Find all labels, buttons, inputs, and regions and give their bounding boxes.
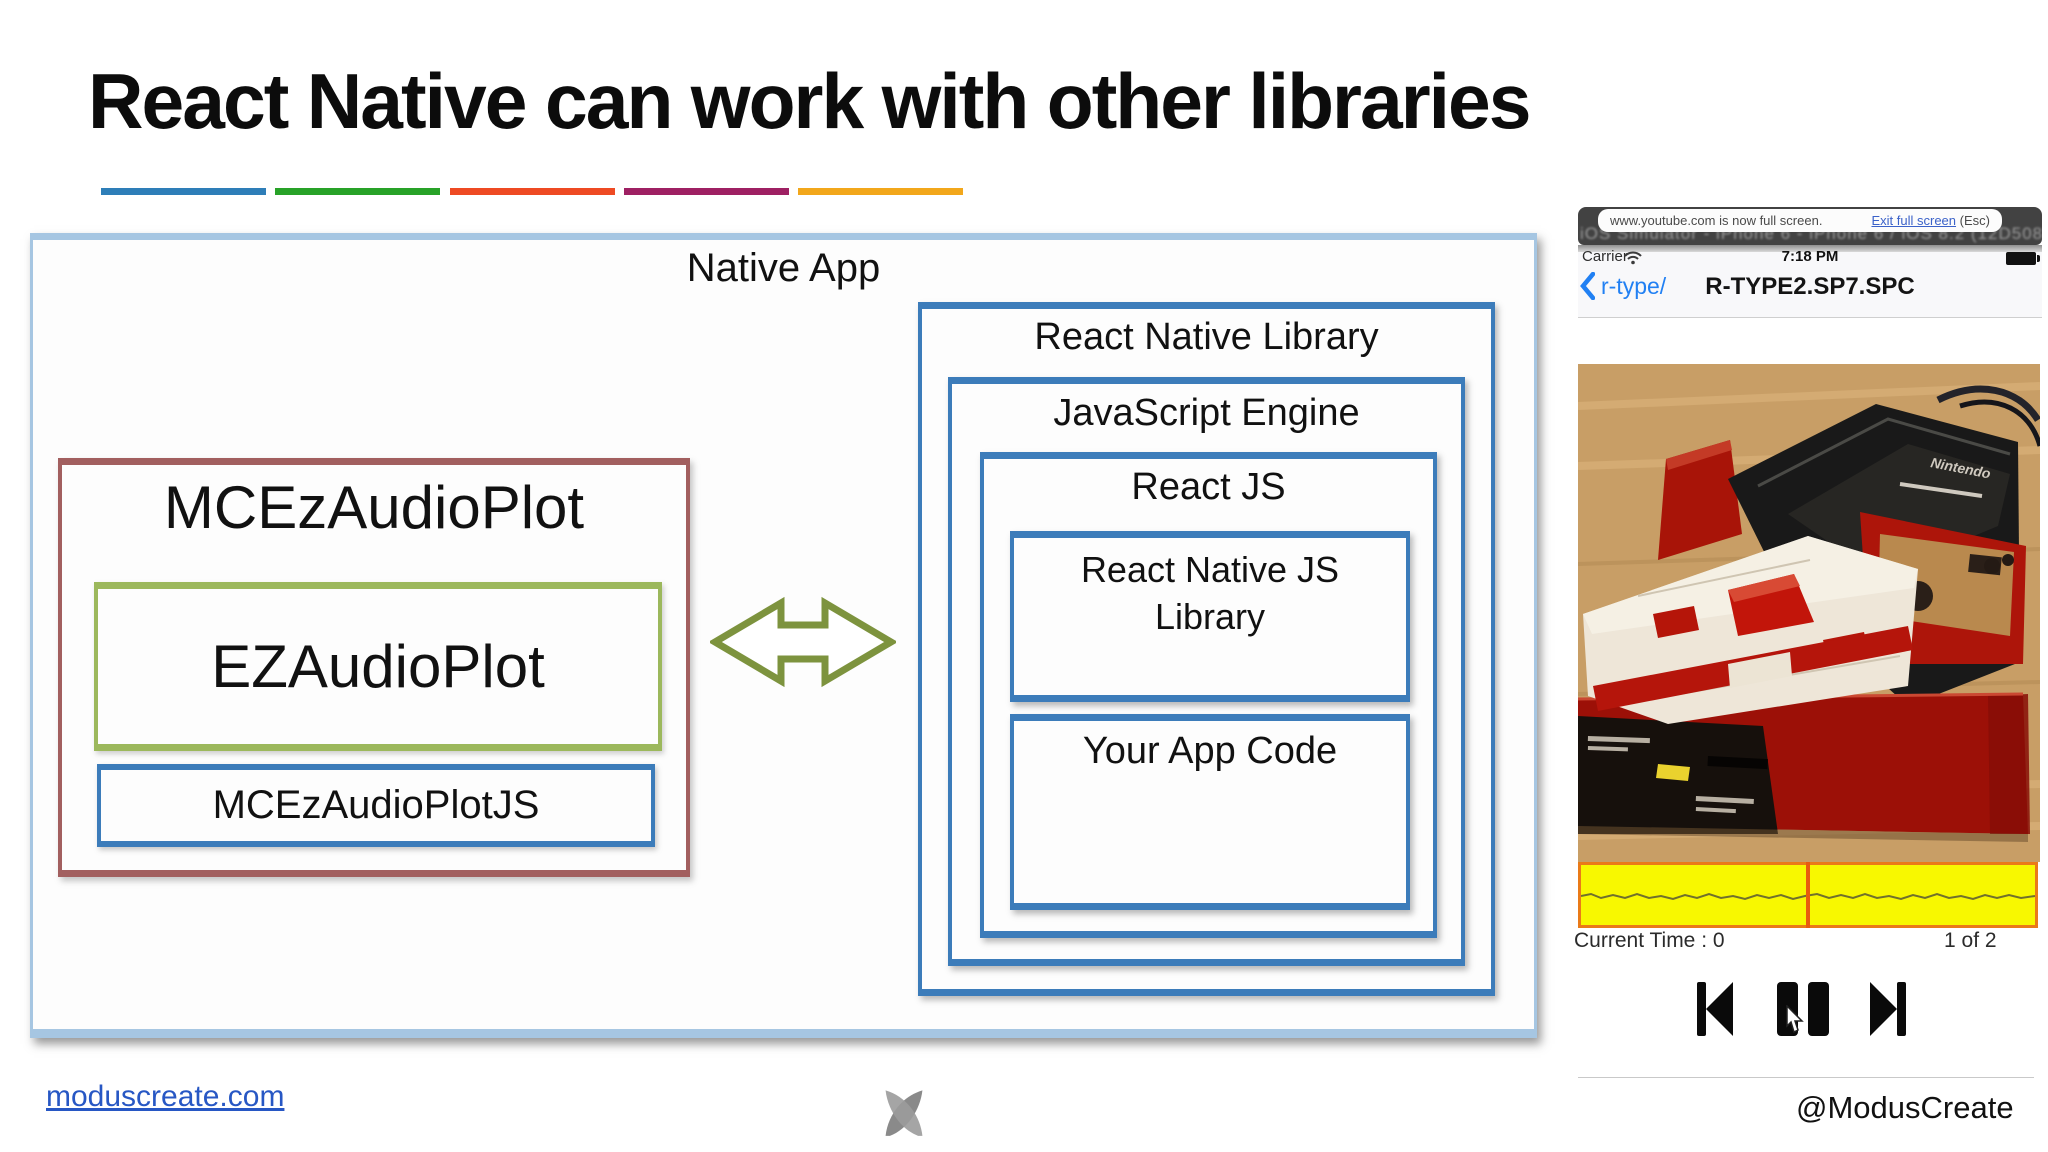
status-time: 7:18 PM [1781,248,1839,265]
title-underline-segment [101,188,266,195]
native-app-label: Native App [686,246,881,290]
nav-title: R-TYPE2.SP7.SPC [1705,273,1915,300]
modus-leaf-logo [885,1090,923,1136]
waveform-trace [1581,892,2035,901]
track-position-label: 1 of 2 [1944,929,1997,952]
slide-title: React Native can work with other librari… [88,57,1532,145]
waveform-page-divider [1806,862,1810,928]
window-chrome-strip [1578,245,2042,252]
fullscreen-message: www.youtube.com is now full screen. [1610,213,1823,228]
skip-forward-button[interactable] [1870,982,1906,1036]
title-underline-segment [450,188,615,195]
react-native-library-label: React Native Library [1034,316,1379,358]
wifi-icon [1624,251,1642,265]
fullscreen-notification: www.youtube.com is now full screen. Exit… [1598,209,2002,232]
current-time-label: Current Time : 0 [1574,929,1725,952]
waveform-scrubber[interactable] [1578,862,2038,928]
famicom-photo: Nintendo [1578,364,2040,862]
ezaudioplot-label: EZAudioPlot [211,633,545,700]
exit-fullscreen-link[interactable]: Exit full screen [1871,213,1957,228]
ezaudioplot-box: EZAudioPlot [94,582,662,751]
carrier-label: Carrier [1582,248,1628,265]
esc-hint: (Esc) [1959,213,1990,228]
mcezaudioplotjs-label: MCEzAudioPlotJS [212,783,540,827]
javascript-engine-label: JavaScript Engine [1053,392,1360,434]
mouse-cursor-icon [1786,1005,1804,1034]
skip-back-button[interactable] [1697,982,1733,1036]
phone-header [1578,252,2042,318]
react-native-js-library-label: React Native JS Library [1080,549,1340,637]
phone-frame-bottom-line [1578,1077,2034,1078]
battery-icon [2006,252,2040,265]
title-underline-segment [624,188,789,195]
title-underline-segment [275,188,440,195]
twitter-handle: @ModusCreate [1796,1090,2014,1125]
double-arrow-icon [710,596,896,688]
your-app-code-label: Your App Code [1082,730,1338,772]
website-link[interactable]: moduscreate.com [46,1080,285,1113]
nav-back-button[interactable]: r-type/ [1580,272,1666,300]
nav-back-label: r-type/ [1601,272,1667,299]
react-js-label: React JS [1131,466,1286,508]
mcezaudioplot-label: MCEzAudioPlot [163,474,585,541]
your-app-code-box [1010,714,1410,910]
react-native-js-library-box [1010,531,1410,702]
mcezaudioplotjs-box: MCEzAudioPlotJS [97,764,655,847]
chevron-left-icon [1580,272,1595,300]
title-underline-segment [798,188,963,195]
